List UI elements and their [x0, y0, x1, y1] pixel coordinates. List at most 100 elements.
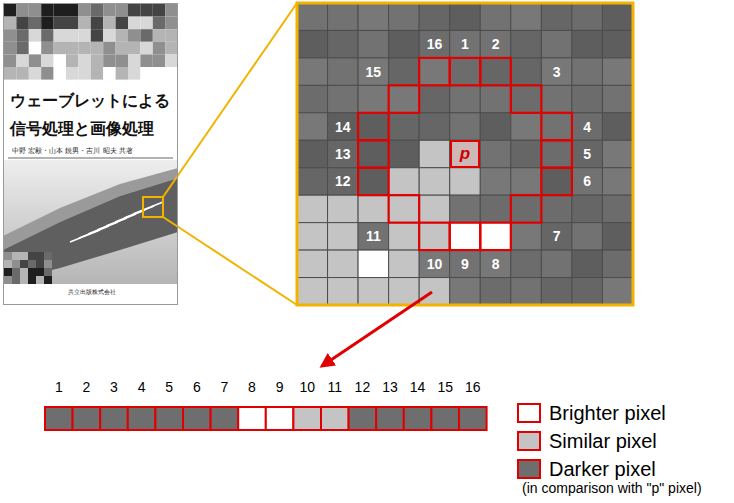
callout-number: 4 [583, 119, 591, 135]
grid-pixel [480, 58, 511, 85]
sequence-pixel [183, 407, 211, 430]
circle-pixel-outline [419, 58, 450, 85]
wavelet-square [54, 17, 66, 30]
wavelet-square [54, 67, 66, 80]
grid-pixel [358, 250, 389, 277]
surface-stripe [133, 202, 163, 214]
wavelet-square [41, 29, 53, 42]
wavelet-square [103, 29, 115, 42]
callout-number: 5 [583, 146, 591, 162]
sequence-pixel [128, 407, 156, 430]
note-text: (in comparison with "p" pixel) [522, 480, 702, 496]
callout-number-holder: 8 [492, 256, 500, 272]
wavelet-square [4, 260, 12, 268]
grid-pixel [419, 168, 450, 195]
sequence-number-holder: 5 [165, 379, 173, 395]
circle-pixel-outline [450, 58, 481, 85]
wavelet-square [4, 4, 16, 17]
grid-pixel [328, 168, 359, 195]
circle-pixel-outline [480, 58, 511, 85]
grid-pixel [480, 250, 511, 277]
grid-pixel [419, 195, 450, 222]
callout-number-holder: 7 [553, 228, 561, 244]
grid-pixel [602, 113, 633, 140]
wavelet-square [103, 42, 115, 55]
circle-pixel-outline [511, 195, 542, 222]
callout-number: 10 [427, 256, 443, 272]
wavelet-square [66, 67, 78, 80]
grid-pixel [572, 223, 603, 250]
grid-pixel [419, 113, 450, 140]
grid-pixel [602, 58, 633, 85]
wavelet-square [78, 4, 90, 17]
wavelet-square [54, 42, 66, 55]
wavelet-square [16, 17, 28, 30]
grid-pixel [328, 85, 359, 112]
sequence-number-holder: 11 [328, 379, 343, 395]
wavelet-square [116, 17, 128, 30]
wavelet-square [4, 42, 16, 55]
circle-pixel-outline [511, 85, 542, 112]
sequence-number-holder: 13 [382, 379, 398, 395]
wavelet-square [140, 67, 152, 80]
grid-pixel [572, 278, 603, 305]
book-publisher-holder: 共立出版株式会社 [68, 288, 116, 296]
grid-pixel [297, 85, 328, 112]
circle-pixel-outline [389, 195, 420, 222]
wavelet-square [165, 17, 177, 30]
callout-number-holder: 10 [427, 256, 443, 272]
grid-pixel [297, 250, 328, 277]
wavelet-square [36, 276, 44, 284]
grid-pixel [450, 278, 481, 305]
grid-pixel [480, 3, 511, 30]
wavelet-square [16, 54, 28, 67]
book-authors-holder: 中野 宏毅・山本 鋭男・吉川 昭夫 共著 [12, 147, 133, 156]
grid-pixel [297, 113, 328, 140]
sequence-number: 14 [410, 379, 426, 395]
circle-pixel-outline [541, 140, 572, 167]
wavelet-square [4, 268, 12, 276]
grid-pixel [419, 278, 450, 305]
wavelet-square [116, 67, 128, 80]
sequence-number: 12 [355, 379, 371, 395]
callout-number: 8 [492, 256, 500, 272]
wavelet-square [128, 67, 140, 80]
cover-ground [3, 3, 178, 305]
sequence-number-holder: 7 [221, 379, 229, 395]
wavelet-square [54, 4, 66, 17]
legend-text-holder: Similar pixel [549, 429, 657, 453]
grid-pixel [358, 223, 389, 250]
wavelet-square [28, 260, 36, 268]
grid-pixel [389, 250, 420, 277]
wavelet-square [153, 67, 165, 80]
callout-number-holder: 9 [461, 256, 469, 272]
legend-text-holder: Brighter pixel [549, 401, 666, 425]
wavelet-square [4, 276, 12, 284]
wavelet-square [128, 17, 140, 30]
wavelet-square [44, 260, 52, 268]
wavelet-square [29, 17, 41, 30]
sequence-number: 16 [465, 379, 481, 395]
wavelet-square [78, 29, 90, 42]
grid-pixel [328, 30, 359, 57]
sequence-pixel [238, 407, 266, 430]
wavelet-square [29, 4, 41, 17]
wavelet-square [91, 29, 103, 42]
grid-pixel [602, 85, 633, 112]
book-cover: ウェーブレットによる 信号処理と画像処理中野 宏毅・山本 鋭男・吉川 昭夫 共著… [3, 3, 178, 305]
grid-pixel [389, 3, 420, 30]
grid-pixel [480, 223, 511, 250]
circle-pixel-outline [389, 85, 420, 112]
grid-pixel [389, 223, 420, 250]
grid-pixel [450, 30, 481, 57]
wavelet-square [153, 4, 165, 17]
wavelet-square [44, 268, 52, 276]
grid-pixel [328, 278, 359, 305]
book-cover-art [3, 3, 178, 305]
wavelet-square [165, 54, 177, 67]
circle-pixel-outline [358, 140, 389, 167]
wavelet-square [16, 4, 28, 17]
sequence-number-holder: 4 [138, 379, 146, 395]
wavelet-square [44, 252, 52, 260]
grid-pixel [297, 58, 328, 85]
